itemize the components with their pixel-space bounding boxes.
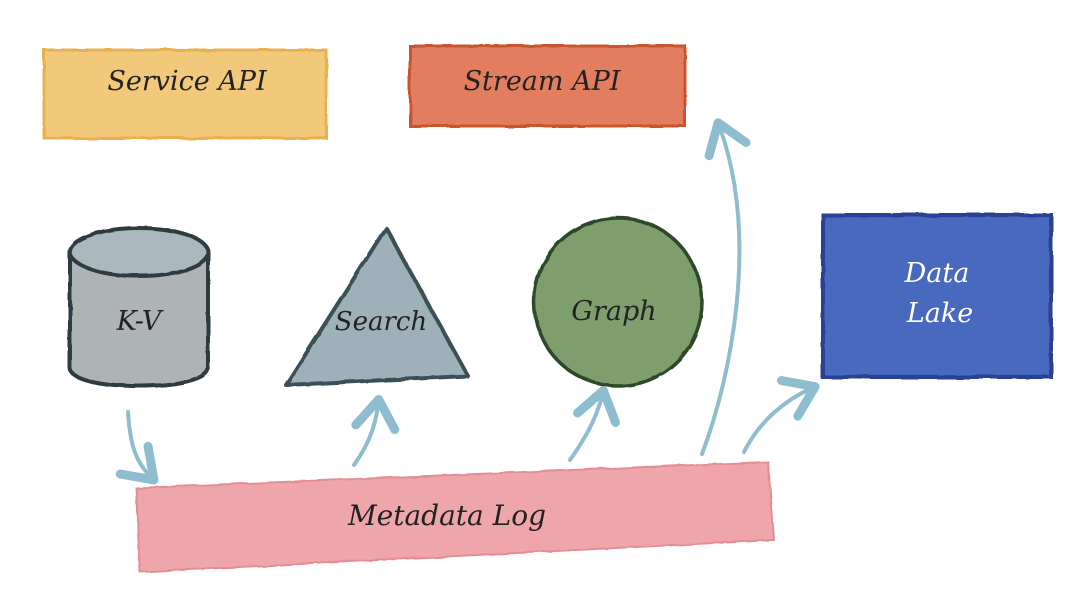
search-triangle xyxy=(284,226,470,387)
data-lake-box: Data Lake xyxy=(821,213,1053,379)
service-api-box: Service API xyxy=(42,48,328,140)
metadata-log-rect xyxy=(134,460,776,574)
stream-api-rect xyxy=(408,44,687,128)
graph-store: Graph xyxy=(532,216,704,388)
kv-cylinder-top xyxy=(68,226,210,278)
kv-cylinder-body xyxy=(68,252,210,388)
data-lake-rect xyxy=(821,213,1053,379)
stream-api-box: Stream API xyxy=(408,44,687,128)
graph-circle xyxy=(532,216,704,388)
service-api-rect xyxy=(42,48,328,140)
arrow-log-to-search xyxy=(351,394,400,467)
metadata-log-label: Metadata Log xyxy=(347,499,546,532)
kv-store: K-V xyxy=(68,226,210,388)
arrow-log-to-stream-api xyxy=(700,118,751,456)
search-engine: Search xyxy=(284,226,470,387)
metadata-log-box: Metadata Log xyxy=(134,460,776,574)
arrow-log-to-data-lake xyxy=(742,376,820,454)
data-lake-label-line2: Lake xyxy=(906,298,973,329)
search-label: Search xyxy=(335,307,427,337)
graph-label: Graph xyxy=(571,296,656,327)
data-lake-label-line1: Data xyxy=(904,258,970,289)
arrow-log-to-graph xyxy=(568,386,621,462)
stream-api-label: Stream API xyxy=(464,66,622,97)
arrow-kv-to-log xyxy=(115,410,159,485)
kv-label: K-V xyxy=(116,306,164,337)
service-api-label: Service API xyxy=(107,66,268,97)
